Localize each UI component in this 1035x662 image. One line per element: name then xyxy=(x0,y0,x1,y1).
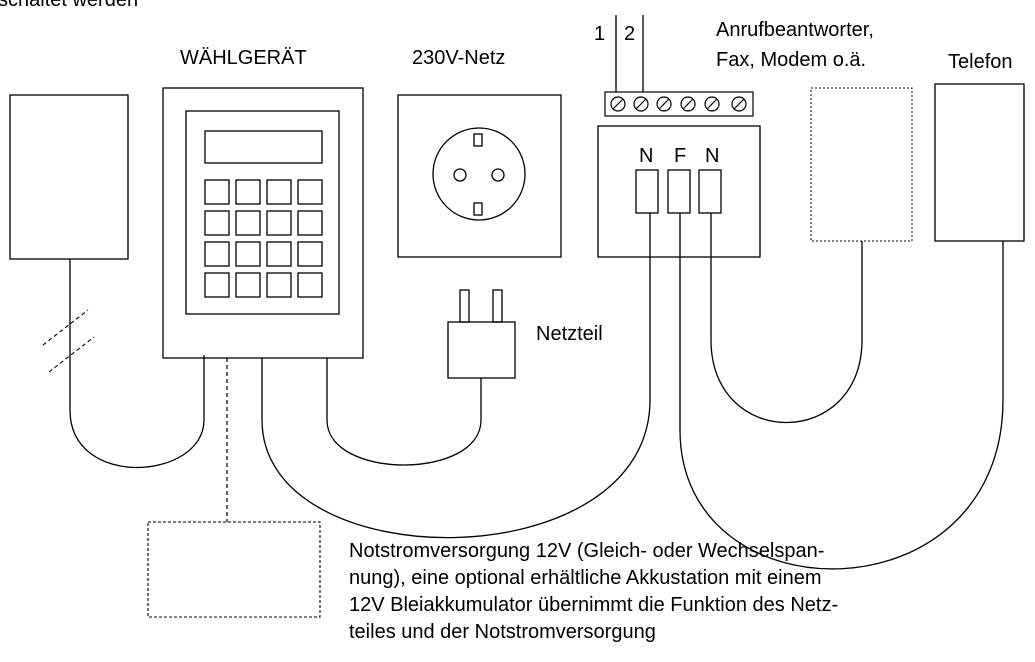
note-line-1: Notstromversorgung 12V (Gleich- oder Wec… xyxy=(349,540,824,562)
power-supply-cable xyxy=(326,358,482,466)
dialer-to-tae-cable xyxy=(261,213,651,539)
header-fragment: schaltet werden xyxy=(0,0,138,11)
line-2-label: 2 xyxy=(624,23,635,45)
tae-n-left-label: N xyxy=(639,145,653,167)
power-supply-plug xyxy=(447,289,516,379)
tae-f-label: F xyxy=(674,145,686,167)
external-device-cable xyxy=(69,259,205,468)
emergency-power-note: Notstromversorgung 12V (Gleich- oder Wec… xyxy=(349,540,838,643)
telephone-to-tae-cable xyxy=(679,213,1004,570)
tae-n-right-label: N xyxy=(705,145,719,167)
tae-socket xyxy=(597,125,761,258)
answering-machine-box xyxy=(810,87,913,242)
telephone-box xyxy=(934,83,1025,242)
answering-label-line1: Anrufbeantworter, xyxy=(716,19,874,41)
mains-socket xyxy=(397,94,562,258)
note-line-4: teiles und der Notstromversorgung xyxy=(349,621,656,643)
terminal-strip xyxy=(604,91,754,117)
tae-plug-n-right xyxy=(698,169,722,214)
mains-label: 230V-Netz xyxy=(412,47,505,69)
line-1-label: 1 xyxy=(594,23,605,45)
dialer-device xyxy=(162,87,364,359)
external-device-box xyxy=(9,94,129,260)
answering-label-line2: Fax, Modem o.ä. xyxy=(716,49,866,71)
power-supply-label: Netzteil xyxy=(536,323,603,345)
answering-to-tae-cable xyxy=(710,213,863,424)
dialer-keypad xyxy=(204,179,323,298)
cable-break-mark xyxy=(42,309,95,373)
telephone-label: Telefon xyxy=(948,51,1013,73)
emergency-power-box xyxy=(147,521,321,618)
tae-plug-n-left xyxy=(635,169,659,214)
dialer-label: WÄHLGERÄT xyxy=(180,47,307,69)
dialer-display xyxy=(204,130,323,164)
note-line-2: nung), eine optional erhältliche Akkusta… xyxy=(349,567,822,589)
tae-plug-f xyxy=(667,169,691,214)
note-line-3: 12V Bleiakkumulator übernimmt die Funkti… xyxy=(349,594,838,616)
